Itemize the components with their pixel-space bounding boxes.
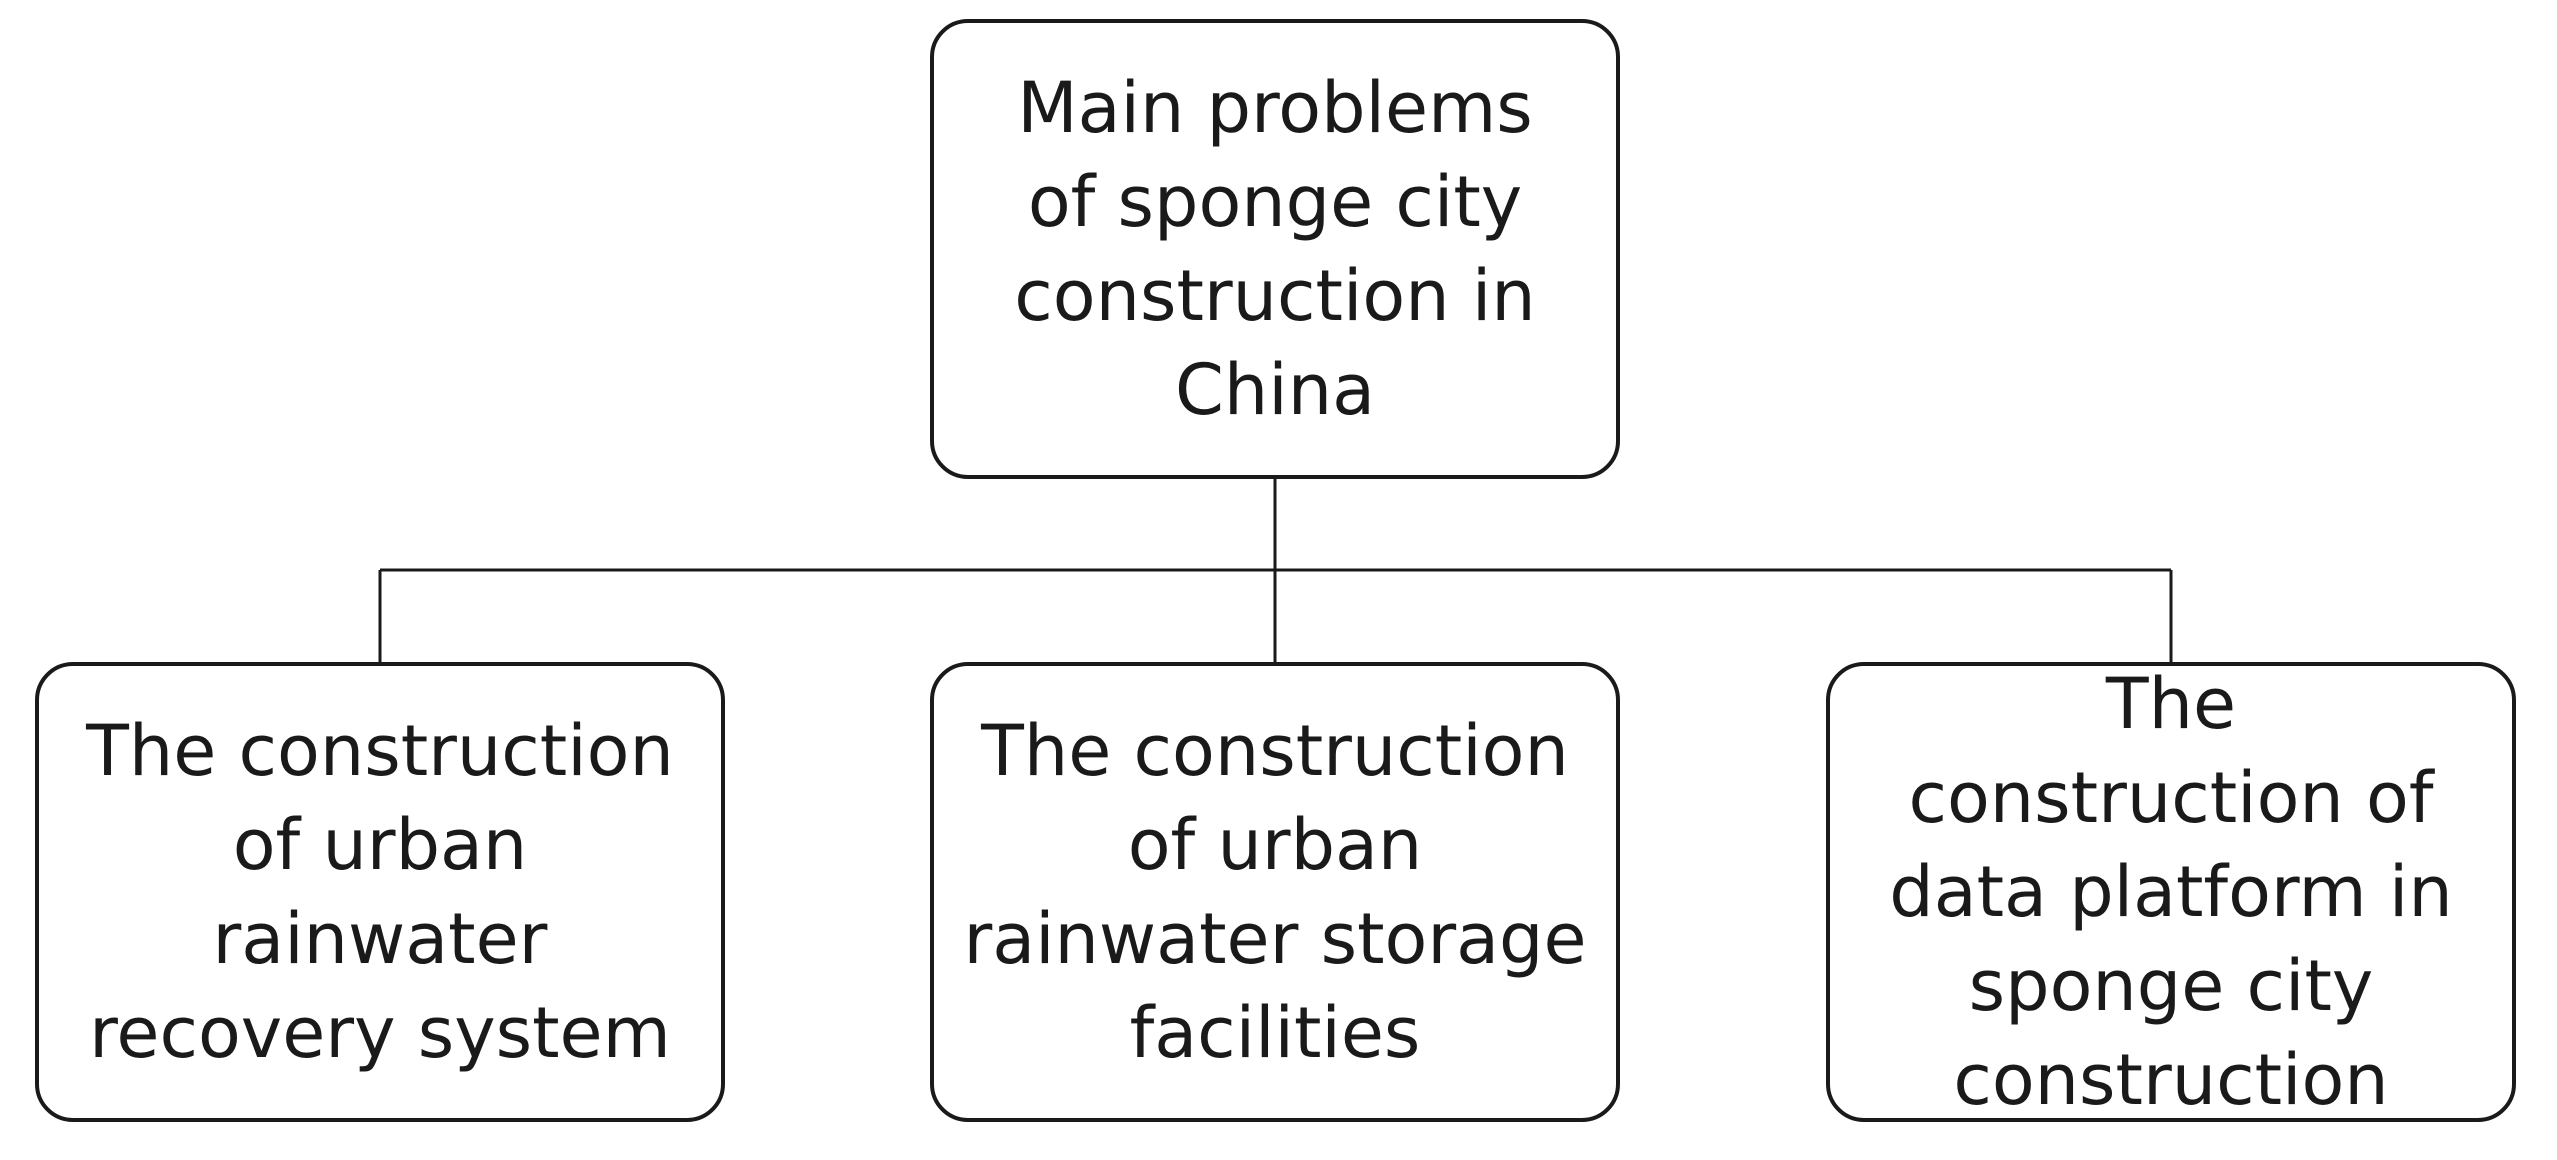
root-node-label: Main problems of sponge city constructio…	[1014, 67, 1536, 431]
child-node-data-platform: The construction of data platform in spo…	[1826, 662, 2516, 1122]
child-node-label: The construction of urban rainwater stor…	[963, 710, 1587, 1074]
child-node-rainwater-recovery: The construction of urban rainwater reco…	[35, 662, 725, 1122]
child-node-label: The construction of urban rainwater reco…	[86, 710, 674, 1074]
child-node-label: The construction of data platform in spo…	[1889, 663, 2453, 1121]
root-node: Main problems of sponge city constructio…	[930, 19, 1620, 479]
child-node-rainwater-storage: The construction of urban rainwater stor…	[930, 662, 1620, 1122]
